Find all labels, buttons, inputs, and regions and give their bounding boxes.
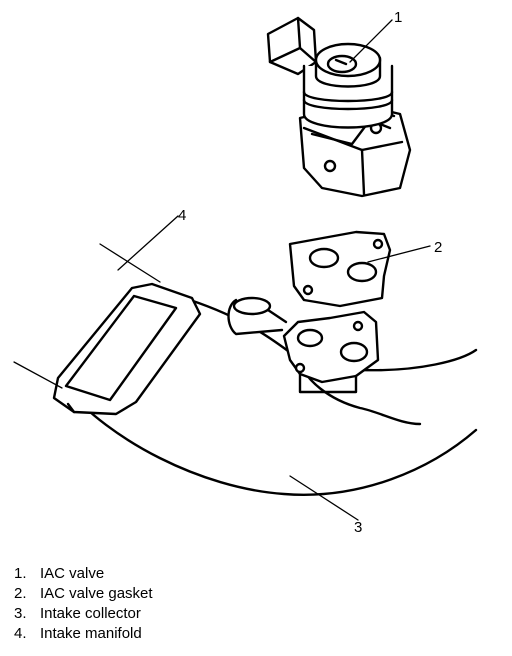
legend-number: 3. (14, 605, 27, 622)
legend-label: Intake collector (40, 605, 141, 622)
exploded-view-diagram: 1 2 3 4 (13, 9, 478, 536)
parts-legend: 1. IAC valve 2. IAC valve gasket 3. Intake … (14, 564, 153, 644)
iac-valve-gasket (288, 230, 392, 308)
callout-2: 2 (434, 239, 442, 256)
legend-number: 1. (14, 565, 27, 582)
intake-collector (52, 282, 478, 496)
legend-label: IAC valve gasket (40, 585, 153, 602)
legend-label: IAC valve (40, 565, 105, 582)
legend-item: 1. IAC valve (14, 564, 153, 584)
legend-item: 2. IAC valve gasket (14, 584, 153, 604)
legend-label: Intake manifold (40, 625, 142, 642)
leader-4 (117, 215, 179, 271)
leader-1 (349, 19, 393, 63)
manifold-extension-line (13, 361, 63, 389)
leader-3 (289, 475, 359, 521)
legend-number: 4. (14, 625, 27, 642)
manifold-extension-line (99, 243, 161, 283)
callout-1: 1 (394, 9, 402, 26)
leader-lines (13, 19, 431, 521)
iac-valve (266, 16, 412, 198)
leader-2 (367, 245, 431, 263)
legend-number: 2. (14, 585, 27, 602)
callout-4: 4 (178, 207, 186, 224)
callout-3: 3 (354, 519, 362, 536)
legend-item: 4. Intake manifold (14, 624, 153, 644)
legend-item: 3. Intake collector (14, 604, 153, 624)
